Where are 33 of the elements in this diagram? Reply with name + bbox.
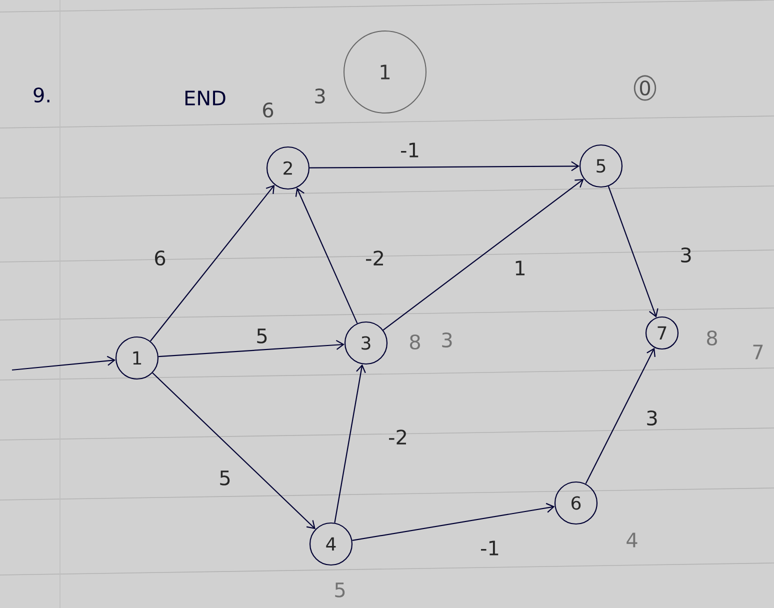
edge-label: 5 xyxy=(257,328,267,344)
arrow xyxy=(150,184,275,342)
pencil-note: 5 xyxy=(335,582,345,598)
heading-text: END xyxy=(185,90,226,106)
edge-label: -1 xyxy=(481,540,498,556)
edge-label: 6 xyxy=(155,250,166,266)
arrow xyxy=(152,372,316,530)
scribbled-number: 0 xyxy=(634,75,656,101)
pencil-number: 6 xyxy=(263,102,274,118)
arrow xyxy=(12,356,116,371)
pencil-note: 7 xyxy=(753,344,763,360)
edge-label: 3 xyxy=(681,247,691,263)
arrow xyxy=(295,188,358,324)
circled-number: 1 xyxy=(344,30,426,114)
heading-text: 9. xyxy=(34,87,50,103)
pencil-note: 3 xyxy=(442,332,452,348)
pencil-note: 4 xyxy=(626,532,638,548)
arrow xyxy=(158,340,344,358)
arrow xyxy=(334,364,366,523)
edge-label: -2 xyxy=(389,430,406,444)
arrow xyxy=(310,161,580,172)
arrow xyxy=(608,186,658,318)
edge-label: -2 xyxy=(366,250,383,266)
edge-label: -1 xyxy=(401,142,418,158)
edge-label: 5 xyxy=(220,470,230,486)
arrow xyxy=(352,502,555,541)
pencil-note: 8 xyxy=(410,334,420,350)
pencil-note: 8 xyxy=(707,330,717,346)
edge-label: 3 xyxy=(647,410,657,426)
pencil-number: 3 xyxy=(315,88,325,104)
arrow xyxy=(382,178,584,330)
edge-label: 1 xyxy=(516,260,525,276)
arrow xyxy=(585,348,656,484)
